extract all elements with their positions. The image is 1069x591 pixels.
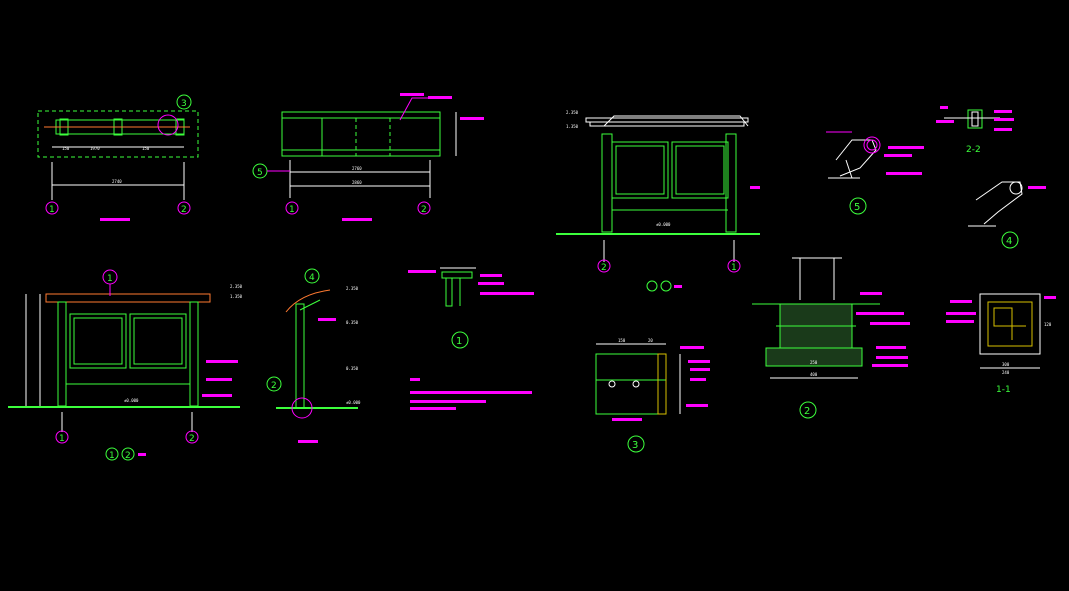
elev12-level-mid: 1.350 bbox=[230, 294, 243, 299]
section-1-1: 300 240 120 1-1 bbox=[946, 293, 1056, 395]
detail-label-1-text: 1 bbox=[456, 336, 462, 347]
footing-height: 250 bbox=[810, 360, 818, 365]
elev-label-2 bbox=[646, 280, 658, 292]
det3-dim-b: 20 bbox=[648, 338, 653, 343]
elev12-title-1-label: 1 bbox=[109, 451, 115, 461]
detail-label-4-text: 4 bbox=[1006, 236, 1012, 247]
side-level-a: 0.350 bbox=[346, 320, 359, 325]
plan-dim-c: 150 bbox=[142, 146, 150, 151]
axis-marker-2-b bbox=[417, 201, 431, 215]
detail-callout-5-label: 5 bbox=[257, 168, 263, 178]
axis-marker-2-d-label: 2 bbox=[189, 434, 195, 444]
top-total-dim: 2760 bbox=[352, 166, 362, 171]
detail-callout-3 bbox=[176, 94, 192, 110]
axis-marker-1-c bbox=[727, 259, 741, 273]
plan-view: 2740 150 1970 150 1 2 3 bbox=[37, 94, 199, 221]
axis-marker-2-c-label: 2 bbox=[601, 263, 607, 273]
footing-width: 400 bbox=[810, 372, 818, 377]
plan-total-dim: 2740 bbox=[112, 179, 122, 184]
axis-marker-1-b bbox=[285, 201, 299, 215]
axis-marker-2 bbox=[177, 201, 191, 215]
axis-marker-2-b-label: 2 bbox=[421, 205, 427, 215]
front-elevation-2-1: 2 1 2.350 1.350 ±0.000 bbox=[556, 110, 760, 292]
section-2-2-label: 2-2 bbox=[966, 145, 981, 155]
axis-marker-2-d bbox=[185, 430, 199, 444]
elev12-title-1 bbox=[105, 447, 119, 461]
elev12-level-zero: ±0.000 bbox=[124, 398, 139, 403]
detail-label-4 bbox=[1001, 231, 1019, 249]
elevation-1-2: 2.350 1.350 ±0.000 1 2 1 1 2 bbox=[8, 269, 243, 461]
elev12-title-2-label: 2 bbox=[125, 451, 131, 461]
detail-label-5 bbox=[849, 197, 867, 215]
side-level-top: 2.350 bbox=[346, 286, 359, 291]
top-elevation-title bbox=[342, 218, 372, 221]
detail-label-3-text: 3 bbox=[632, 440, 638, 451]
side-level-zero: ±0.000 bbox=[346, 400, 361, 405]
front-level-zero: ±0.000 bbox=[656, 222, 671, 227]
side-level-b: 0.350 bbox=[346, 366, 359, 371]
axis-marker-2-c bbox=[597, 259, 611, 273]
detail-label-2-text: 2 bbox=[804, 406, 810, 417]
elev12-level-top: 2.350 bbox=[230, 284, 243, 289]
axis-marker-1-d-label: 1 bbox=[59, 434, 65, 444]
side-callout-2 bbox=[266, 376, 282, 392]
detail-label-2 bbox=[799, 401, 817, 419]
side-callout-4 bbox=[304, 268, 320, 284]
elev12-callout-label: 1 bbox=[107, 274, 113, 284]
top-outer-dim: 2860 bbox=[352, 180, 362, 185]
notes-block bbox=[410, 378, 532, 410]
detail-callout-3-label: 3 bbox=[181, 99, 187, 109]
side-callout-4-label: 4 bbox=[309, 273, 315, 283]
axis-marker-1 bbox=[45, 201, 59, 215]
det3-dim-a: 150 bbox=[618, 338, 626, 343]
sec11-dim-b: 240 bbox=[1002, 370, 1010, 375]
side-section: 4 2 2.350 0.350 0.350 ±0.000 bbox=[266, 268, 361, 443]
detail-3: 150 20 3 bbox=[595, 338, 710, 453]
front-level-top: 2.350 bbox=[566, 110, 579, 115]
sec11-dim-a: 300 bbox=[1002, 362, 1010, 367]
elev12-title-2 bbox=[121, 447, 135, 461]
detail-label-3 bbox=[627, 435, 645, 453]
axis-marker-1-b-label: 1 bbox=[289, 205, 295, 215]
detail-1: 1 bbox=[408, 267, 534, 349]
axis-marker-2-label: 2 bbox=[181, 205, 187, 215]
top-elevation: 2760 2860 1 2 5 bbox=[252, 93, 484, 221]
detail-4-pipe: 4 bbox=[968, 181, 1046, 249]
plan-title bbox=[100, 218, 130, 221]
front-level-mid: 1.350 bbox=[566, 124, 579, 129]
plan-dim-a: 150 bbox=[62, 146, 70, 151]
plan-dim-b: 1970 bbox=[90, 146, 100, 151]
detail-circle bbox=[157, 114, 179, 136]
section-2-2: 2-2 bbox=[936, 106, 1014, 155]
detail-2-footing: 400 250 2 bbox=[752, 257, 910, 419]
detail-5-bracket: 5 bbox=[826, 131, 924, 215]
axis-marker-1-d bbox=[55, 430, 69, 444]
sec11-dim-c: 120 bbox=[1044, 322, 1052, 327]
axis-marker-1-c-label: 1 bbox=[731, 263, 737, 273]
elev-label-1 bbox=[660, 280, 672, 292]
detail-label-1 bbox=[451, 331, 469, 349]
section-1-1-label: 1-1 bbox=[996, 385, 1011, 395]
detail-label-5-text: 5 bbox=[854, 202, 860, 213]
side-callout-2-label: 2 bbox=[271, 381, 277, 391]
axis-marker-1-label: 1 bbox=[49, 205, 55, 215]
